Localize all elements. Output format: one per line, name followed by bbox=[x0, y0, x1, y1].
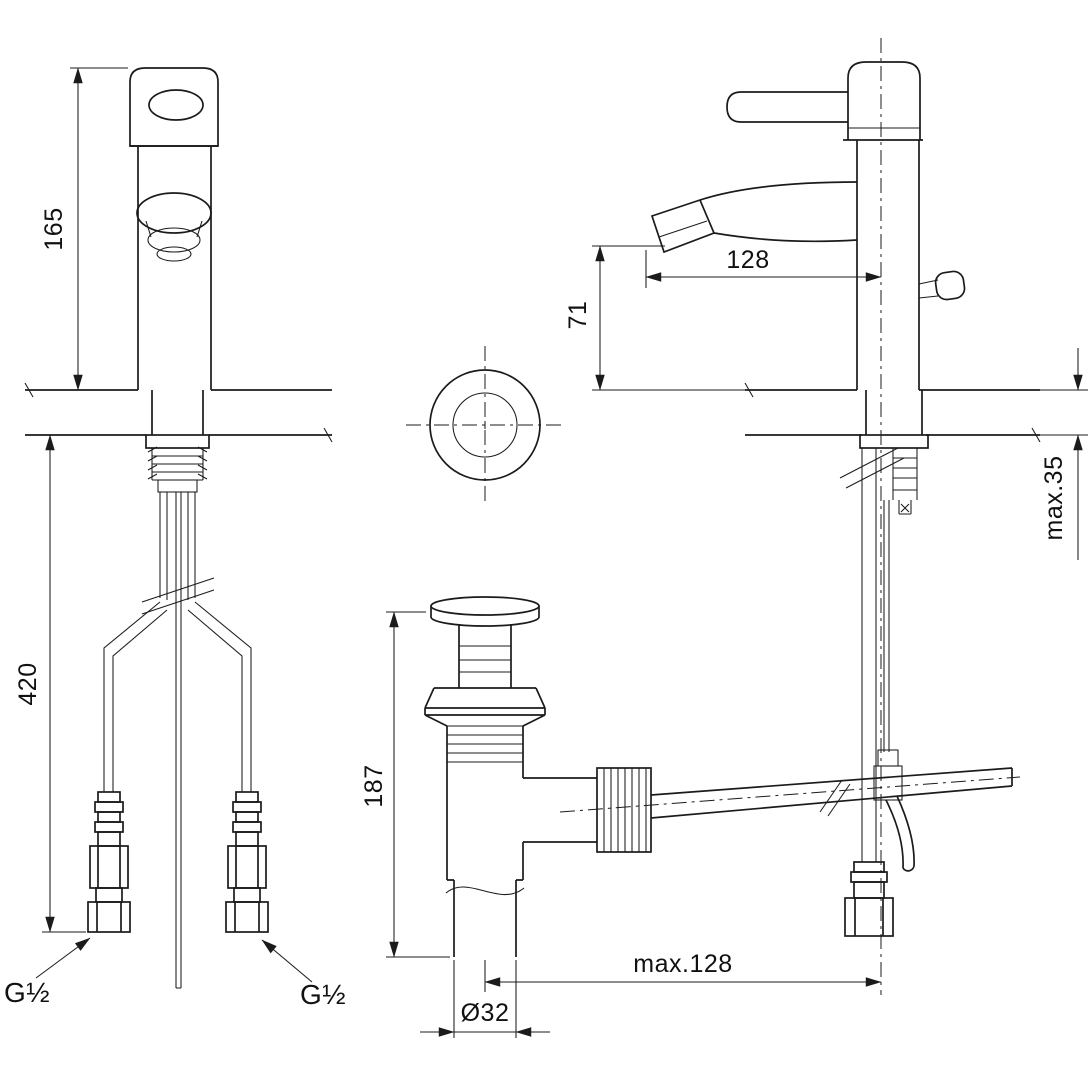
hose-connector-side bbox=[844, 861, 894, 937]
drain-assembly bbox=[424, 596, 1021, 957]
dim-label-diameter: Ø32 bbox=[461, 999, 510, 1027]
dim-label-71: 71 bbox=[564, 301, 592, 330]
dimension-71: 71 bbox=[564, 245, 745, 391]
dimension-diameter: Ø32 bbox=[420, 960, 550, 1038]
dim-label-187: 187 bbox=[360, 764, 388, 807]
dimension-187: 187 bbox=[360, 611, 450, 958]
cap-oval bbox=[148, 89, 204, 121]
hose-connector-left bbox=[87, 791, 131, 933]
front-view bbox=[24, 67, 333, 989]
dimension-420: 420 bbox=[14, 434, 86, 933]
dim-label-max128: max.128 bbox=[633, 950, 732, 978]
thread-label-left: G½ bbox=[4, 937, 91, 1008]
operating-rod bbox=[650, 767, 1013, 819]
popup-rod-front bbox=[175, 492, 182, 989]
thread-size-left: G½ bbox=[4, 977, 50, 1008]
deck-front bbox=[25, 389, 332, 436]
dimension-165: 165 bbox=[40, 67, 128, 391]
thread-label-right: G½ bbox=[261, 939, 346, 1010]
aerator-tip bbox=[650, 198, 716, 254]
top-view bbox=[406, 346, 564, 504]
dim-label-420: 420 bbox=[14, 662, 42, 705]
side-view bbox=[650, 61, 1041, 937]
thread-size-right: G½ bbox=[300, 979, 346, 1010]
deck-side bbox=[745, 389, 1040, 436]
dim-label-128: 128 bbox=[726, 246, 769, 274]
dimension-rod-reach: max.128 bbox=[484, 950, 882, 992]
hose-connector-right bbox=[225, 791, 269, 933]
dimension-128: 128 bbox=[645, 246, 882, 288]
dim-label-max35: max.35 bbox=[1040, 456, 1068, 541]
dimension-deck-thickness: max.35 bbox=[1040, 348, 1088, 560]
dim-label-165: 165 bbox=[40, 207, 68, 250]
